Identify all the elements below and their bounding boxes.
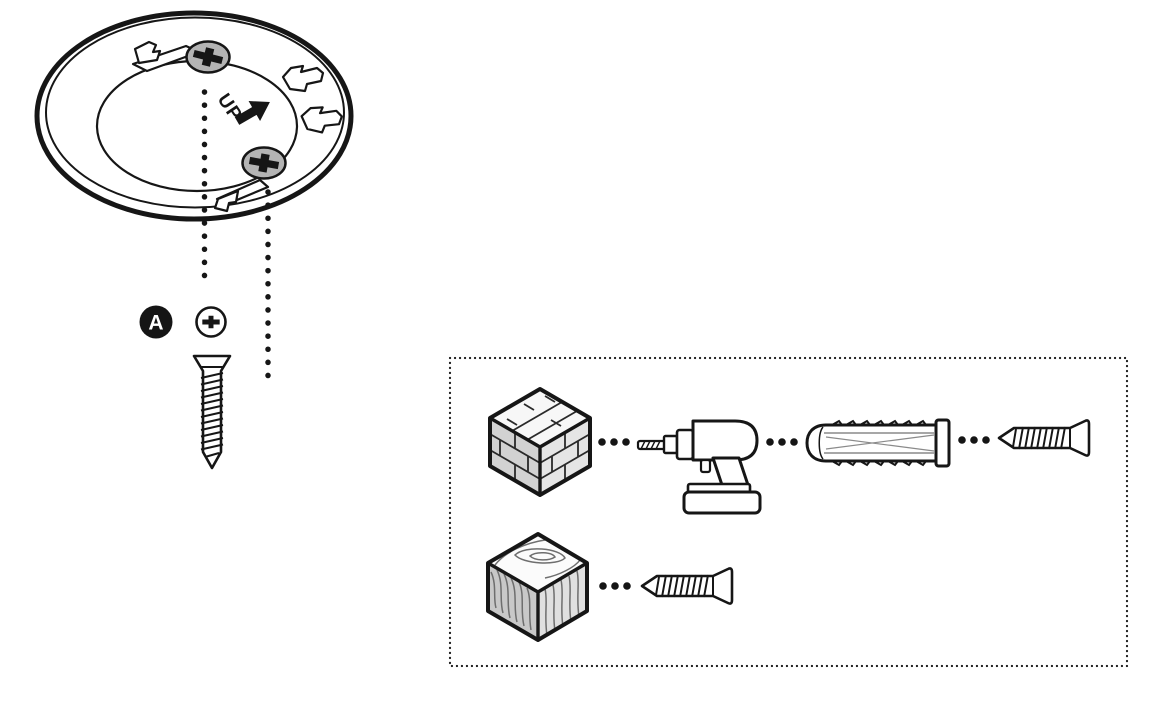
screw-icon <box>997 419 1091 457</box>
hardware-guide-box <box>448 356 1129 668</box>
screw-icon <box>640 567 734 605</box>
ellipsis-dots-icon <box>599 582 631 590</box>
brick-wall-icon <box>488 387 592 497</box>
mounting-tab-icon <box>131 40 201 73</box>
part-a-callout: A <box>139 305 232 470</box>
screw-side-view-icon <box>192 354 232 470</box>
drill-icon <box>636 419 762 515</box>
part-a-badge <box>139 305 173 339</box>
screw-head-top-view-icon <box>195 306 227 338</box>
plate-rim-inner-line <box>45 16 345 209</box>
dotted-border-box <box>448 356 1129 668</box>
phillips-screw-head-icon <box>185 40 231 74</box>
ellipsis-dots-icon <box>598 438 630 446</box>
phillips-screw-head-icon <box>241 146 287 180</box>
part-a-label: A <box>148 312 163 335</box>
mounting-tab-icon <box>213 178 270 213</box>
mounting-plate: UP <box>34 10 354 222</box>
ellipsis-dots-icon <box>958 436 990 444</box>
wall-anchor-icon <box>805 418 951 468</box>
ellipsis-dots-icon <box>766 438 798 446</box>
wood-block-icon <box>486 532 589 642</box>
up-arrow-icon <box>234 101 270 125</box>
